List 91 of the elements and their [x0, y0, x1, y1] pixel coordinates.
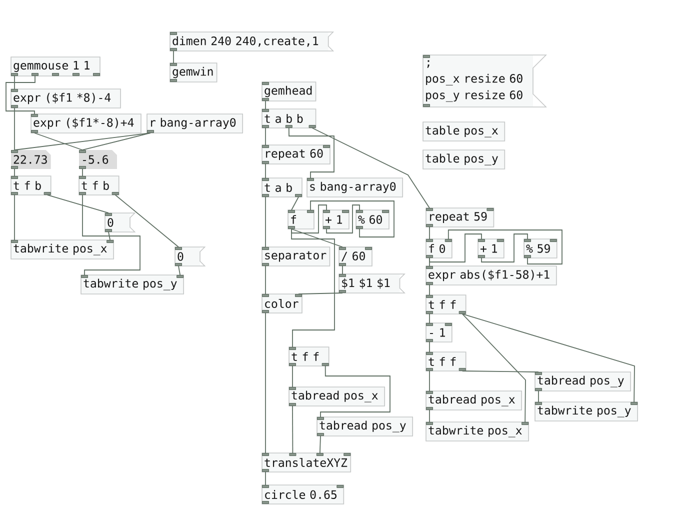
connection-line — [429, 410, 430, 422]
object-box: tabwrite pos_y — [534, 402, 638, 422]
connection-line — [46, 194, 109, 214]
connection-line — [34, 132, 83, 150]
connection-line — [292, 406, 294, 454]
object-box: repeat 60 — [262, 144, 330, 164]
object-box: r bang-array0 — [146, 114, 244, 134]
connection-line — [265, 164, 266, 178]
object-box: expr ($f1*-8)+4 — [30, 114, 142, 134]
message-box: dimen 240 240,create,1 — [170, 32, 334, 52]
connection-line — [173, 50, 174, 64]
object-box: circle 0.65 — [262, 484, 344, 504]
message-box: $1 $1 $1 — [338, 274, 406, 294]
connection-line — [265, 312, 266, 454]
object-box: table pos_y — [422, 150, 506, 170]
connection-line — [429, 370, 430, 392]
number-box: -5.6 — [79, 150, 117, 169]
connection-line — [265, 100, 266, 110]
connection-line — [265, 472, 266, 486]
connection-line — [265, 128, 266, 146]
object-box: gemhead — [262, 82, 316, 102]
connection-line — [481, 234, 528, 262]
connection-line — [82, 132, 151, 150]
connection-line — [14, 132, 151, 150]
object-box: color — [262, 294, 302, 314]
connection-line — [342, 266, 343, 274]
connection-line — [14, 168, 15, 176]
connection-line — [265, 266, 266, 294]
connection-line — [82, 168, 83, 176]
object-box: % 59 — [524, 238, 558, 258]
connection-line — [320, 366, 390, 418]
connection-line — [429, 314, 430, 324]
object-box: tabwrite pos_y — [80, 274, 184, 294]
object-box: t a b b — [262, 108, 316, 128]
connection-line — [429, 342, 430, 352]
object-box: tabread pos_x — [288, 386, 386, 406]
connection-line — [82, 194, 140, 276]
object-box: t f b — [78, 176, 120, 196]
connection-line — [14, 194, 15, 240]
object-box: s bang-array0 — [306, 178, 404, 198]
object-box: t f f — [288, 346, 330, 366]
connection-line — [298, 292, 343, 294]
connection-line — [291, 204, 327, 234]
connection-line — [178, 266, 181, 276]
object-box: gemmouse 1 1 — [10, 56, 100, 76]
connection-line — [429, 284, 430, 296]
connection-line — [429, 258, 430, 266]
connection-line — [6, 76, 36, 114]
connection-line — [265, 196, 266, 248]
object-box: tabwrite pos_x — [10, 240, 114, 260]
object-box: translateXYZ — [262, 452, 352, 472]
connection-line — [319, 436, 321, 454]
object-box: expr abs($f1-58)+1 — [426, 266, 557, 286]
number-box: 22.73 — [11, 150, 51, 169]
object-box: t f f — [426, 294, 466, 314]
message-box: 0 — [104, 212, 136, 232]
connection-line — [14, 76, 15, 90]
connection-line — [462, 370, 539, 372]
object-box: t f b — [10, 176, 52, 196]
connection-line — [291, 196, 299, 210]
object-box: expr ($f1 *8)-4 — [10, 88, 121, 108]
object-box: tabwrite pos_x — [426, 422, 529, 442]
message-box: 0 — [174, 246, 206, 266]
connection-line — [462, 314, 635, 402]
connection-line — [462, 314, 526, 422]
connection-line — [326, 204, 360, 234]
connection-line — [288, 128, 334, 178]
connection-line — [114, 194, 179, 248]
object-box: t f f — [426, 352, 466, 372]
connection-line — [429, 226, 430, 240]
connection-line — [108, 232, 111, 240]
connection-line — [14, 108, 15, 150]
object-box: tabread pos_y — [534, 372, 631, 392]
object-box: tabread pos_y — [316, 416, 414, 436]
message-box: ; pos_x resize 60 pos_y resize 60 — [422, 54, 547, 108]
connection-line — [292, 366, 293, 388]
object-box: separator — [262, 246, 330, 266]
connection-line — [538, 390, 539, 402]
connection-line — [448, 230, 562, 264]
connection-line — [291, 228, 343, 248]
object-box: gemwin — [170, 62, 218, 82]
connection-line — [291, 228, 335, 348]
object-box: tabread pos_x — [426, 390, 522, 410]
connection-line — [429, 234, 482, 262]
object-box: t a b — [262, 178, 302, 198]
connection-line — [312, 128, 430, 208]
object-box: table pos_x — [422, 122, 506, 142]
object-box: % 60 — [356, 210, 390, 230]
object-box: / 60 — [338, 246, 372, 266]
object-box: repeat 59 — [426, 208, 494, 228]
connection-line — [310, 200, 394, 238]
